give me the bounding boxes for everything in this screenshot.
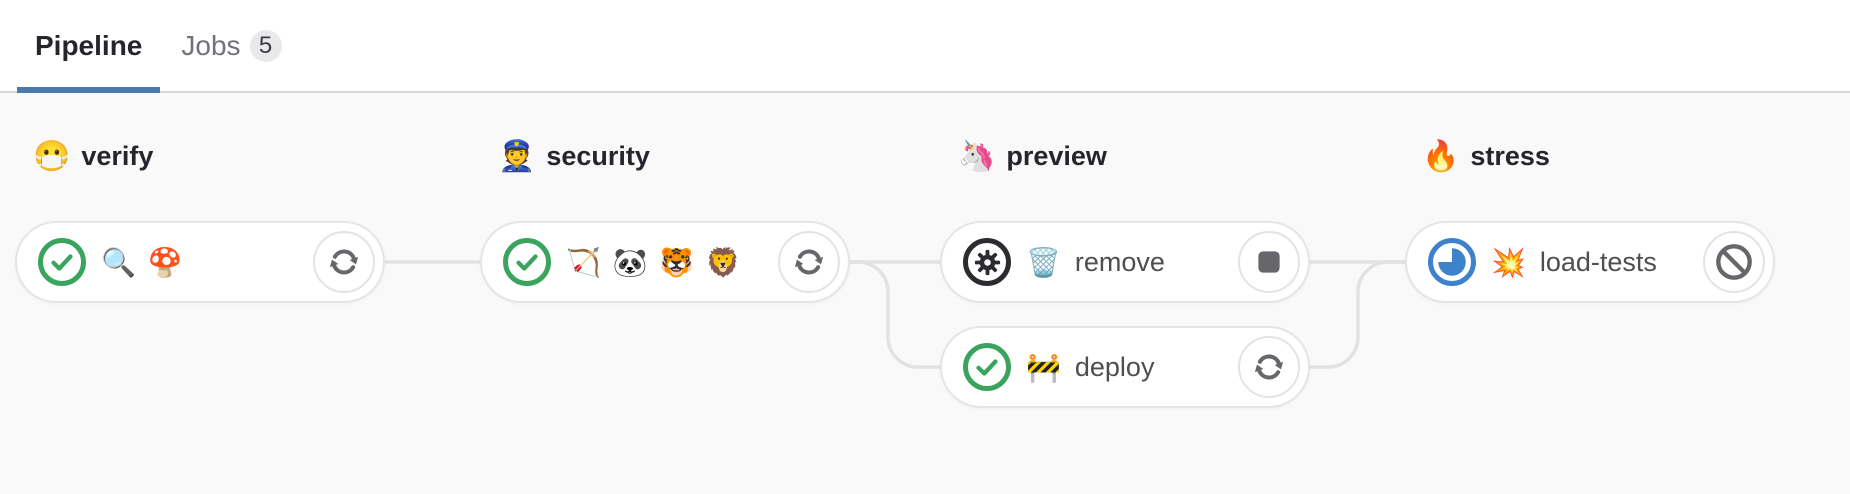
- job-node-deploy[interactable]: 🚧 deploy: [940, 326, 1310, 408]
- stage-security-name: security: [546, 140, 650, 171]
- connector-security-deploy: [850, 260, 941, 369]
- check-icon: [976, 359, 998, 376]
- success-status-icon: [963, 343, 1011, 391]
- stage-stress-name: stress: [1470, 140, 1550, 171]
- stage-preview-emoji: 🦄: [958, 139, 996, 173]
- job-remove-emoji: 🗑️: [1026, 246, 1063, 278]
- connector-deploy-loadtests: [1310, 260, 1406, 369]
- retry-job-button[interactable]: [1238, 336, 1300, 398]
- check-icon: [516, 254, 538, 271]
- stage-stress-emoji: 🔥: [1422, 139, 1460, 173]
- job-deploy-emoji: 🚧: [1026, 351, 1063, 383]
- job-remove-label: remove: [1074, 246, 1165, 277]
- success-status-icon: [503, 238, 551, 286]
- active-tab-indicator: [17, 87, 161, 93]
- retry-job-button[interactable]: [778, 231, 840, 293]
- pipeline-graph: 😷 verify 👮 security 🦄 preview 🔥 stress 🔍…: [0, 93, 1850, 494]
- stage-title-security: 👮 security: [498, 137, 650, 175]
- cancel-job-button[interactable]: [1703, 231, 1765, 293]
- job-deploy-label: deploy: [1074, 351, 1155, 382]
- retry-icon: [329, 249, 359, 275]
- job-load-tests-label: load-tests: [1539, 246, 1657, 277]
- job-node-remove[interactable]: 🗑️ remove: [940, 221, 1310, 303]
- running-status-icon: [1428, 238, 1476, 286]
- stage-title-preview: 🦄 preview: [958, 137, 1107, 175]
- job-security-emoji: 🏹 🐼 🐯 🦁: [566, 246, 743, 278]
- tab-jobs[interactable]: Jobs 5: [160, 0, 282, 91]
- check-icon: [51, 254, 73, 271]
- tab-pipeline-label: Pipeline: [35, 29, 143, 61]
- job-node-load-tests[interactable]: 💥 load-tests: [1405, 221, 1775, 303]
- tab-pipeline[interactable]: Pipeline: [17, 0, 161, 93]
- stage-verify-emoji: 😷: [33, 139, 71, 173]
- pipeline-connectors: [385, 260, 1406, 369]
- stop-job-button[interactable]: [1238, 231, 1300, 293]
- manual-status-icon: [963, 238, 1011, 286]
- job-load-tests-emoji: 💥: [1491, 246, 1528, 278]
- stage-title-verify: 😷 verify: [33, 137, 153, 175]
- cancel-icon: [1716, 244, 1752, 280]
- retry-icon: [1254, 354, 1284, 380]
- stage-verify-name: verify: [81, 140, 154, 171]
- stage-preview-name: preview: [1006, 140, 1107, 171]
- pipeline-tabbar: Pipeline Jobs 5: [0, 0, 1850, 93]
- job-node-verify[interactable]: 🔍 🍄: [15, 221, 385, 303]
- retry-icon: [794, 249, 824, 275]
- jobs-count-badge: 5: [249, 29, 282, 62]
- success-status-icon: [38, 238, 86, 286]
- job-verify-emoji: 🔍 🍄: [101, 246, 185, 278]
- stage-title-stress: 🔥 stress: [1422, 137, 1550, 175]
- retry-job-button[interactable]: [313, 231, 375, 293]
- gear-icon: [974, 249, 1000, 275]
- running-pie-icon: [1438, 248, 1466, 276]
- stage-security-emoji: 👮: [498, 139, 536, 173]
- tab-jobs-label: Jobs: [181, 29, 241, 61]
- job-node-security[interactable]: 🏹 🐼 🐯 🦁: [480, 221, 850, 303]
- stop-square-icon: [1258, 251, 1280, 273]
